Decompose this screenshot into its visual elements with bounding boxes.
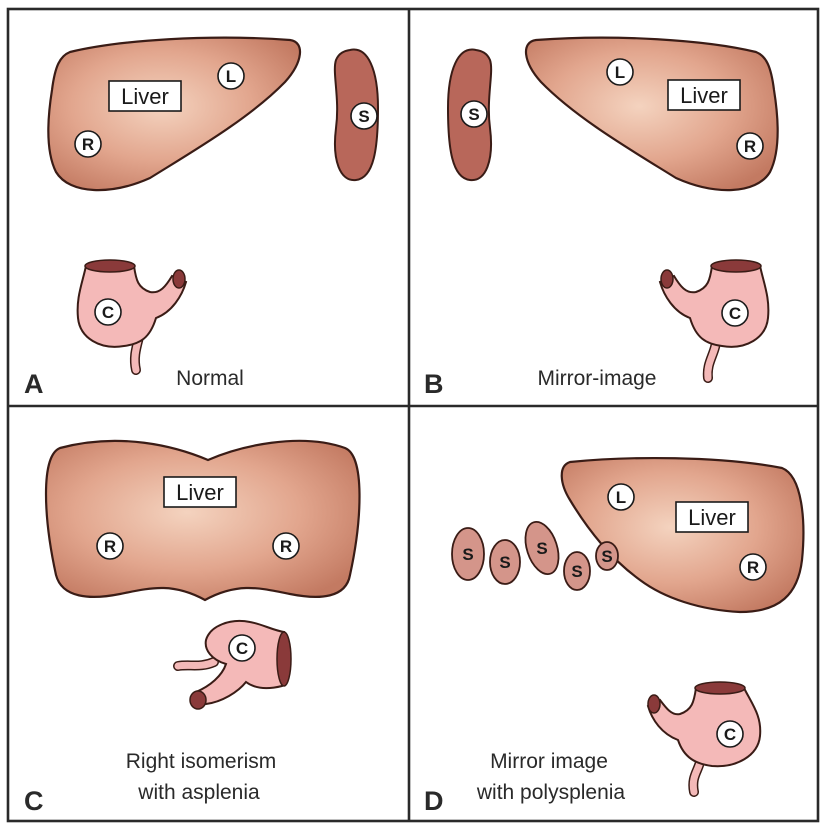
panel-caption-line1: Mirror image (490, 750, 608, 773)
spleen: S (519, 518, 564, 579)
panel-a: Liver L R S C A Normal (24, 38, 378, 399)
panel-caption-line2: with asplenia (137, 781, 260, 804)
right-lobe-label-right: R (280, 537, 292, 556)
esophagus-opening (190, 691, 206, 709)
panel-caption-line1: Right isomerism (126, 750, 277, 773)
spleen-label: S (601, 547, 612, 566)
panel-b: Liver L R S C B Mirror-image (424, 38, 778, 399)
liver (562, 458, 804, 612)
esophagus-opening (648, 695, 660, 713)
stomach-opening (695, 682, 745, 694)
stomach: C (78, 260, 186, 370)
stomach-label: C (236, 639, 248, 658)
stomach: C (178, 621, 291, 709)
panel-letter: B (424, 369, 444, 399)
stomach-label: C (102, 303, 114, 322)
panel-d: Liver L R S S S S S (424, 458, 803, 816)
stomach-opening (711, 260, 761, 272)
spleen-label: S (499, 553, 510, 572)
right-lobe-label: R (747, 558, 759, 577)
spleen-label: S (358, 107, 369, 126)
spleen-label: S (468, 105, 479, 124)
liver (48, 38, 300, 190)
esophagus-opening (661, 270, 673, 288)
right-lobe-label: R (744, 137, 756, 156)
left-lobe-label: L (616, 488, 626, 507)
stomach-opening (277, 632, 291, 686)
panel-letter: D (424, 786, 444, 816)
liver (46, 441, 360, 600)
spleen: S (596, 542, 618, 570)
stomach-opening (85, 260, 135, 272)
spleen: S (490, 540, 520, 584)
stomach-label: C (724, 725, 736, 744)
panel-c: Liver R R C C Right isomerism with asple… (24, 441, 360, 816)
liver-label: Liver (688, 505, 736, 530)
spleen: S (452, 528, 484, 580)
panel-caption: Normal (176, 367, 244, 390)
left-lobe-label: L (615, 63, 625, 82)
spleen: S (564, 552, 590, 590)
stomach: C (660, 260, 768, 378)
right-lobe-label: R (82, 135, 94, 154)
left-lobe-label: L (226, 67, 236, 86)
panel-caption-line2: with polysplenia (476, 781, 626, 804)
panel-letter: C (24, 786, 44, 816)
esophagus-opening (173, 270, 185, 288)
liver-label: Liver (176, 480, 224, 505)
liver-label: Liver (680, 83, 728, 108)
right-lobe-label-left: R (104, 537, 116, 556)
liver-label: Liver (121, 84, 169, 109)
spleen-label: S (462, 545, 473, 564)
panel-caption: Mirror-image (537, 367, 656, 390)
panel-letter: A (24, 369, 44, 399)
spleen-label: S (571, 562, 582, 581)
stomach: C (648, 682, 760, 792)
liver (526, 38, 778, 190)
spleen-label: S (536, 539, 547, 558)
stomach-label: C (729, 304, 741, 323)
